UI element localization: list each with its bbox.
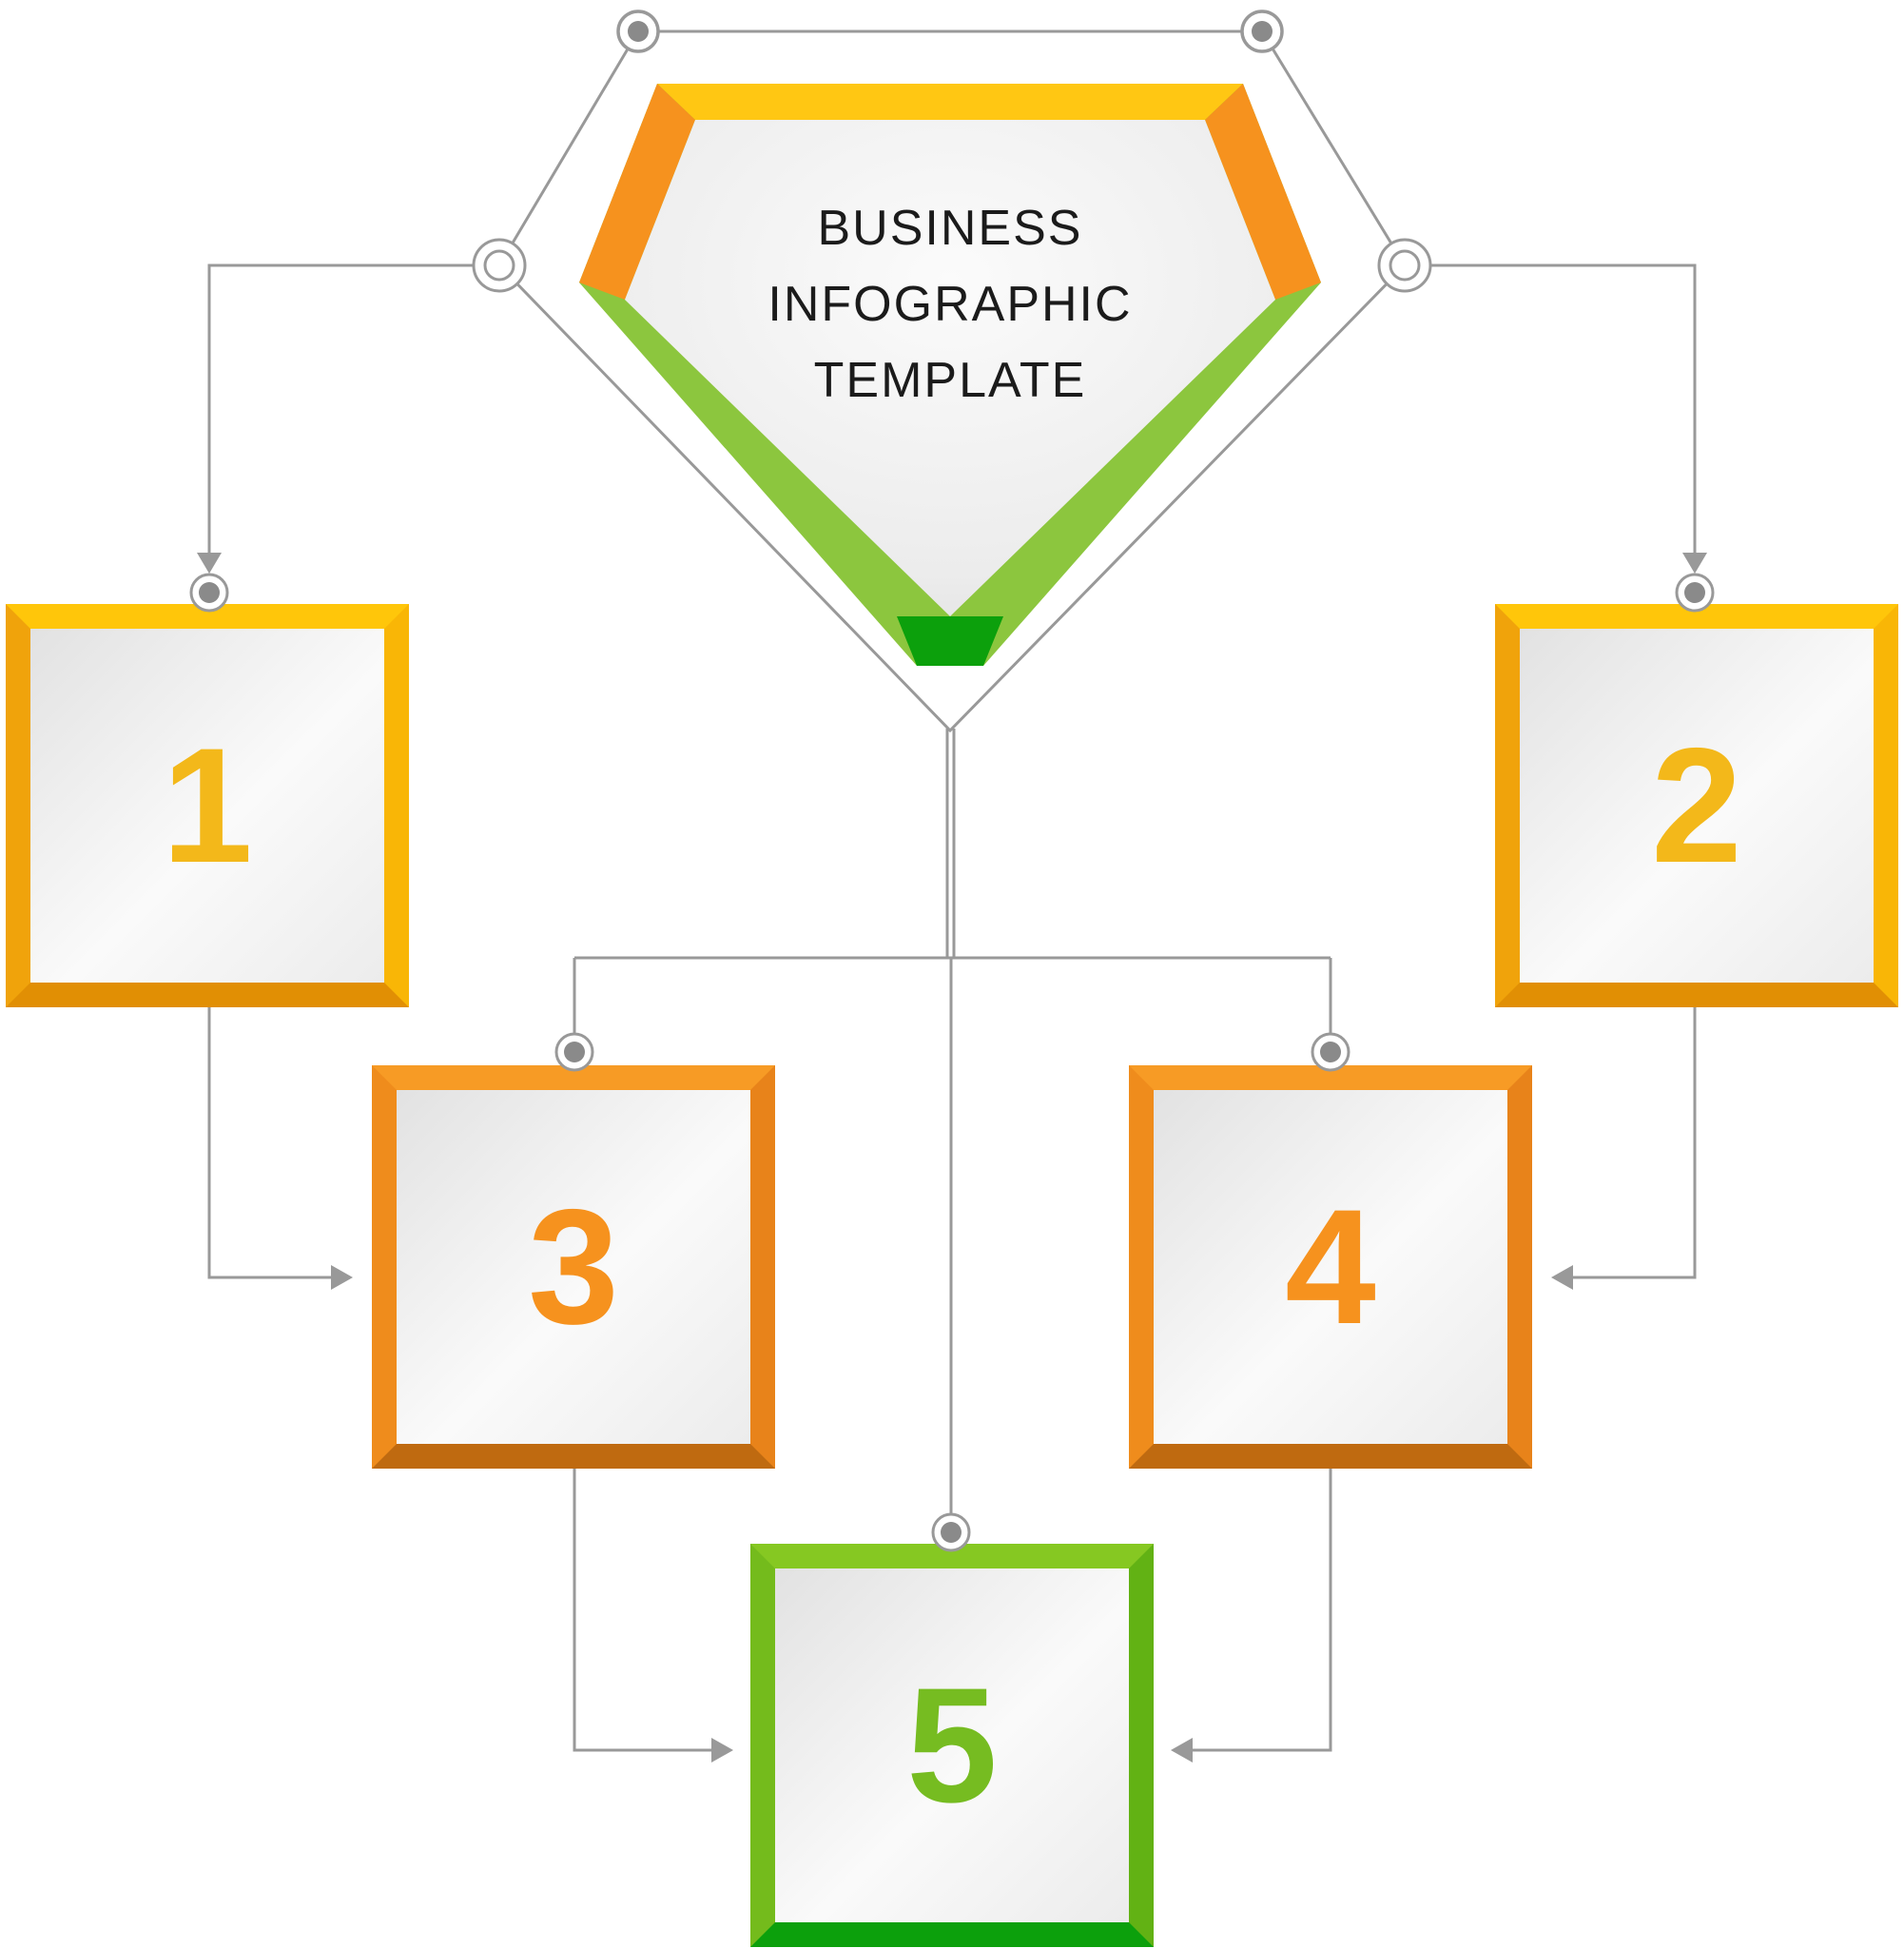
connector-box4-to-box5 [1191,1469,1332,1752]
step-box-3: 3 [372,1065,775,1469]
node-circle-top-right [1240,10,1284,53]
diamond-tip [897,616,1003,666]
step-box-1: 1 [6,604,409,1007]
pin-dot-box4 [1320,1042,1341,1062]
node-ring-right-outer [1377,238,1432,293]
node-ring-left-outer [472,238,527,293]
step-number-3: 3 [528,1176,619,1358]
node-ring-left-inner [483,249,515,282]
step-box-2-panel: 2 [1520,629,1874,983]
arrow-left-to-box4 [1551,1265,1573,1290]
connector-diamond-to-box1 [207,263,499,555]
title-line-3: TEMPLATE [813,353,1087,408]
pin-dot-box3 [564,1042,585,1062]
connector-diamond-to-box2 [1405,263,1697,555]
step-number-4: 4 [1285,1176,1376,1358]
arrow-right-to-box3 [331,1265,353,1290]
step-box-3-panel: 3 [397,1090,750,1444]
title-line-2: INFOGRAPHIC [767,277,1133,332]
pin-dot-box5 [941,1522,962,1543]
node-dot-top-left [628,21,649,42]
step-number-2: 2 [1651,714,1742,897]
node-ring-right-inner [1389,249,1421,282]
node-circle-top-left [616,10,660,53]
step-box-5: 5 [750,1544,1154,1947]
title-line-1: BUSINESS [817,201,1083,256]
step-box-5-panel: 5 [775,1568,1129,1922]
diamond-title: BUSINESS INFOGRAPHIC TEMPLATE [627,190,1273,419]
step-box-4: 4 [1129,1065,1532,1469]
arrow-down-to-box1 [197,553,222,574]
diamond-top-border [657,84,1243,120]
connector-lines [207,263,1697,1752]
connector-box1-to-box3 [207,1007,333,1279]
arrow-down-to-box2 [1682,553,1707,574]
connector-box3-to-box5 [573,1469,713,1752]
arrow-right-to-box5 [711,1738,733,1763]
step-box-4-panel: 4 [1154,1090,1507,1444]
step-box-2: 2 [1495,604,1898,1007]
step-box-1-panel: 1 [30,629,384,983]
pin-dot-box2 [1684,582,1705,603]
connector-box2-to-box4 [1571,1007,1697,1279]
step-number-1: 1 [162,714,253,897]
step-number-5: 5 [906,1654,998,1837]
pin-dot-box1 [199,582,220,603]
node-dot-top-right [1252,21,1273,42]
arrow-left-to-box5 [1171,1738,1193,1763]
